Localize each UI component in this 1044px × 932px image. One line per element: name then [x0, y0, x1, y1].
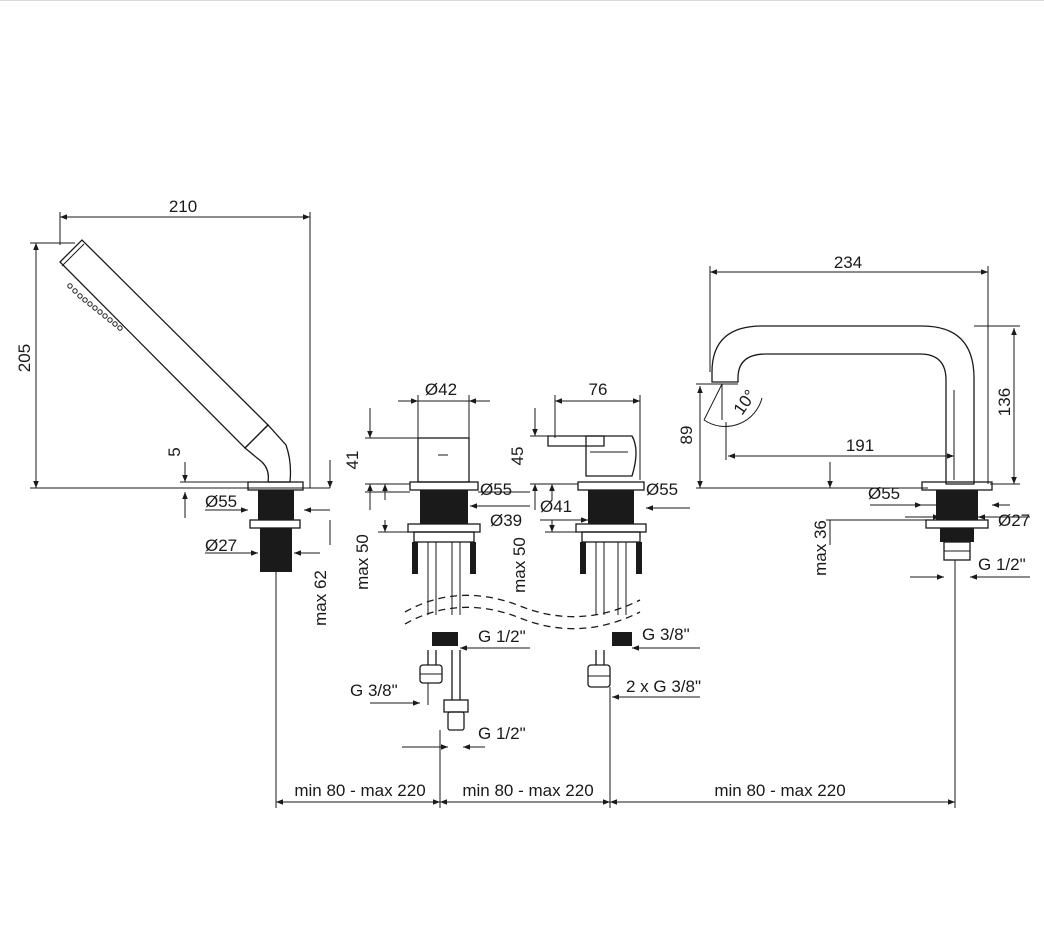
hand-shower-flange-height-label: 5: [165, 447, 184, 456]
spacing-third-label: min 80 - max 220: [714, 781, 845, 800]
spout-reach-label: 191: [846, 436, 874, 455]
diverter-flange-dia-label: Ø55: [646, 480, 678, 499]
spacing-first-label: min 80 - max 220: [294, 781, 425, 800]
bath-spout: [696, 266, 1030, 808]
mixer-max-depth-label: max 50: [353, 534, 372, 590]
hand-shower-width-label: 210: [169, 197, 197, 216]
spout-pipe-dia-label: Ø27: [998, 511, 1030, 530]
diverter-width-label: 76: [589, 380, 608, 399]
mixer-flange-dia-label: Ø55: [480, 480, 512, 499]
hand-shower-pipe-dia-label: Ø27: [205, 536, 237, 555]
diverter-thread-double-label: 2 x G 3/8": [626, 677, 701, 696]
hand-shower-height-label: 205: [15, 344, 34, 372]
shower-nozzles: [67, 283, 123, 331]
hand-shower-max-depth-label: max 62: [311, 570, 330, 626]
mixer-thread-bottom-label: G 1/2": [478, 724, 526, 743]
spout-flange-dia-label: Ø55: [868, 484, 900, 503]
diverter-max-depth-label: max 50: [510, 537, 529, 593]
mixer-nut-dia-label: Ø39: [490, 511, 522, 530]
spout-angle-label: 10°: [730, 386, 760, 418]
mixer-valve: [365, 395, 530, 808]
mixer-thread-top-label: G 1/2": [478, 627, 526, 646]
spout-thread-label: G 1/2": [978, 555, 1026, 574]
diverter-thread-top-label: G 3/8": [642, 625, 690, 644]
mixer-height-label: 41: [343, 451, 362, 470]
spout-outlet-height-label: 89: [677, 426, 696, 445]
spout-width-label: 234: [834, 253, 862, 272]
hand-shower-flange-dia-label: Ø55: [205, 492, 237, 511]
diverter-height-label: 45: [508, 447, 527, 466]
top-divider: [0, 0, 1044, 1]
hand-shower: [30, 212, 333, 808]
break-line: [404, 594, 641, 618]
mixer-thread-left-label: G 3/8": [350, 681, 398, 700]
diverter-inner-dia-label: Ø41: [540, 497, 572, 516]
spacing-second-label: min 80 - max 220: [462, 781, 593, 800]
diverter-valve: [530, 395, 700, 808]
spout-max-depth-label: max 36: [811, 520, 830, 576]
mixer-dia-label: Ø42: [425, 380, 457, 399]
spout-height-label: 136: [995, 388, 1014, 416]
